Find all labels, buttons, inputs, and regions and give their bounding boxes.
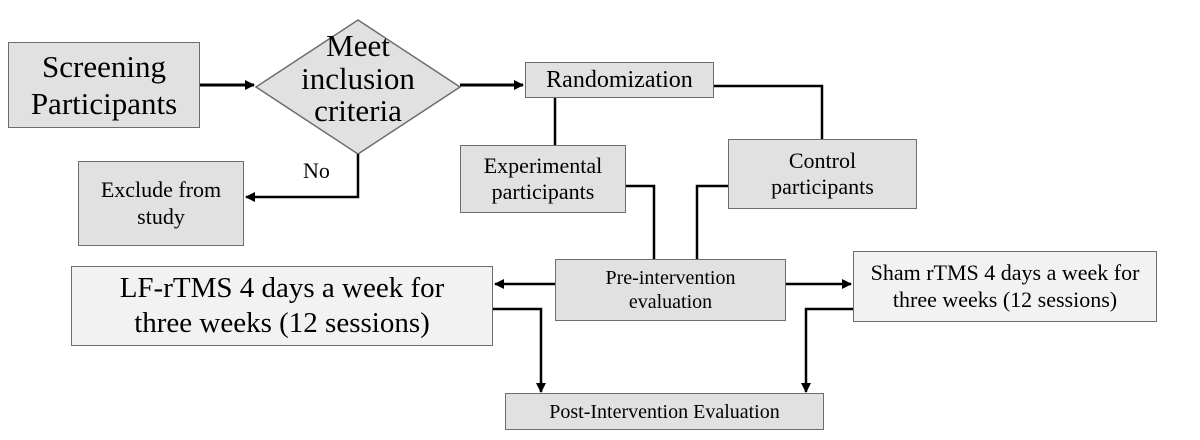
experimental-participants-box: Experimental participants bbox=[460, 145, 626, 213]
line-experimental-to-pre bbox=[626, 184, 656, 259]
screening-participants-box: Screening Participants bbox=[8, 42, 200, 128]
lf-rtms-box: LF-rTMS 4 days a week for three weeks (1… bbox=[71, 266, 493, 346]
post-intervention-evaluation-box: Post-Intervention Evaluation bbox=[505, 393, 824, 430]
exclude-from-study-box: Exclude from study bbox=[78, 161, 244, 246]
control-participants-box: Control participants bbox=[728, 139, 917, 209]
pre-intervention-evaluation-box: Pre-intervention evaluation bbox=[555, 259, 786, 321]
arrow-sham-to-post bbox=[801, 307, 856, 393]
line-randomization-to-control bbox=[714, 84, 824, 139]
randomization-box: Randomization bbox=[525, 62, 714, 98]
line-control-to-pre bbox=[695, 184, 728, 259]
sham-rtms-box: Sham rTMS 4 days a week for three weeks … bbox=[853, 251, 1157, 322]
arrow-lf-rtms-to-post bbox=[493, 307, 546, 393]
arrow-criteria-to-exclude bbox=[245, 154, 360, 202]
inclusion-criteria-label: Meet inclusion criteria bbox=[301, 28, 415, 129]
no-edge-label: No bbox=[303, 158, 330, 183]
